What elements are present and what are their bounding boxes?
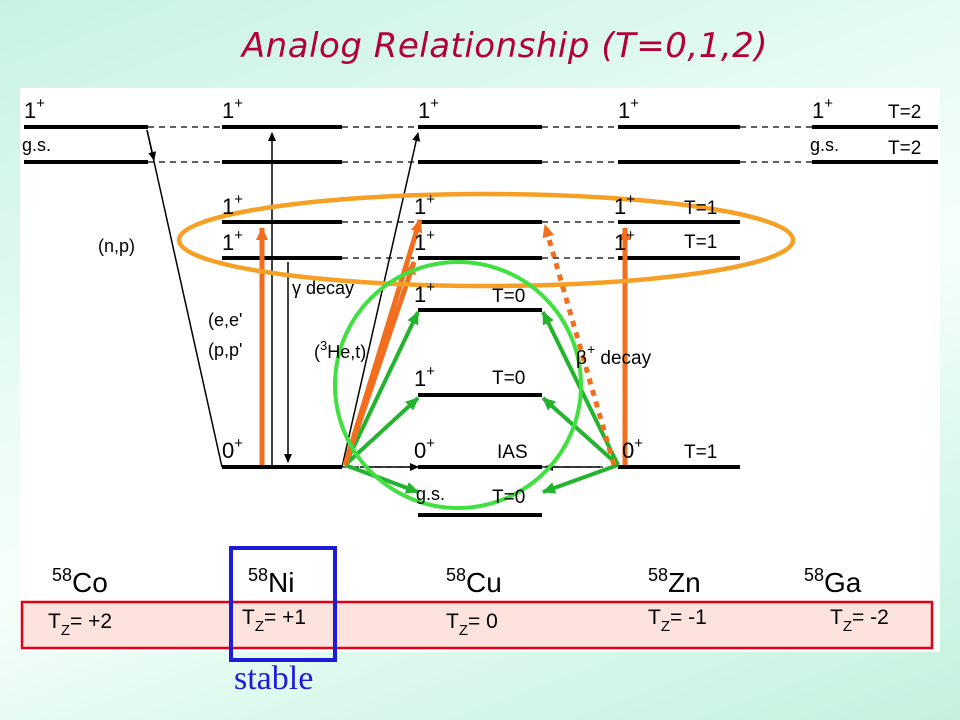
svg-text:1+: 1+: [414, 279, 435, 307]
svg-text:T=0: T=0: [492, 286, 525, 307]
svg-text:1+: 1+: [414, 363, 435, 391]
svg-text:g.s.: g.s.: [416, 484, 445, 504]
tz-ni: TZ= +1: [242, 606, 306, 635]
svg-text:1+: 1+: [24, 95, 45, 123]
svg-text:1+: 1+: [222, 191, 243, 219]
svg-text:1+: 1+: [418, 95, 439, 123]
nucleus-ni: 58Ni: [248, 565, 294, 598]
nucleus-co: 58Co: [52, 565, 108, 598]
svg-text:1+: 1+: [414, 227, 435, 255]
svg-text:T=0: T=0: [492, 368, 525, 389]
svg-text:T=1: T=1: [684, 198, 717, 219]
tz-labels: TZ= +2 TZ= +1 TZ= 0 TZ= -1 TZ= -2: [48, 606, 889, 639]
svg-text:(e,e': (e,e': [208, 310, 242, 330]
nuclei: 58Co 58Ni 58Cu 58Zn 58Ga: [52, 565, 862, 598]
nucleus-zn: 58Zn: [648, 565, 701, 598]
svg-text:T=1: T=1: [684, 442, 717, 463]
svg-text:T=2: T=2: [888, 138, 921, 159]
tz-cu: TZ= 0: [446, 610, 498, 639]
svg-text:T=1: T=1: [684, 232, 717, 253]
svg-text:1+: 1+: [222, 95, 243, 123]
nucleus-cu: 58Cu: [446, 565, 502, 598]
svg-text:1+: 1+: [614, 191, 635, 219]
svg-text:1+: 1+: [614, 227, 635, 255]
svg-text:γ decay: γ decay: [292, 278, 354, 298]
stable-label: stable: [234, 660, 314, 697]
svg-text:0+: 0+: [222, 435, 243, 463]
svg-text:(n,p): (n,p): [98, 236, 135, 256]
t1-highlight-ellipse: [176, 191, 796, 289]
svg-text:(3He,t): (3He,t): [314, 338, 366, 362]
svg-text:(p,p': (p,p': [208, 340, 242, 360]
svg-text:IAS: IAS: [497, 442, 528, 463]
tz-co: TZ= +2: [48, 610, 112, 639]
tz-zn: TZ= -1: [648, 606, 707, 635]
levels: [24, 125, 938, 517]
np-arrow: [146, 129, 223, 468]
svg-text:1+: 1+: [414, 191, 435, 219]
svg-text:T=0: T=0: [492, 487, 525, 508]
svg-text:1+: 1+: [812, 95, 833, 123]
svg-text:β+ decay: β+ decay: [576, 341, 652, 369]
svg-text:1+: 1+: [222, 227, 243, 255]
page-title: Analog Relationship (T=0,1,2): [241, 26, 769, 66]
nucleus-ga: 58Ga: [804, 565, 862, 598]
tz-band: [22, 602, 932, 648]
cu-highlight-circle: [333, 260, 583, 510]
black-arrows: [146, 129, 600, 471]
svg-text:g.s.: g.s.: [810, 135, 839, 155]
svg-text:T=2: T=2: [888, 102, 921, 123]
tz-frame: [20, 600, 934, 650]
tz-ga: TZ= -2: [830, 606, 889, 635]
level-labels: g.s. g.s. g.s. T=2 T=2 T=1 T=1 T=1 T=0 T…: [22, 102, 921, 508]
orange-arrows: [256, 219, 631, 466]
diagram-panel: [20, 88, 940, 652]
svg-text:0+: 0+: [414, 435, 435, 463]
he3t-arrow: [341, 132, 421, 468]
svg-text:g.s.: g.s.: [22, 135, 51, 155]
svg-text:1+: 1+: [618, 95, 639, 123]
spin-labels: 1+ 1+ 1+ 1+ 1+ 1+ 1+ 1+ 1+ 1+ 1+ 1+ 1+ 0…: [24, 95, 833, 463]
svg-text:0+: 0+: [622, 435, 643, 463]
stable-box: [229, 546, 337, 662]
dashed-connectors: [148, 126, 812, 468]
